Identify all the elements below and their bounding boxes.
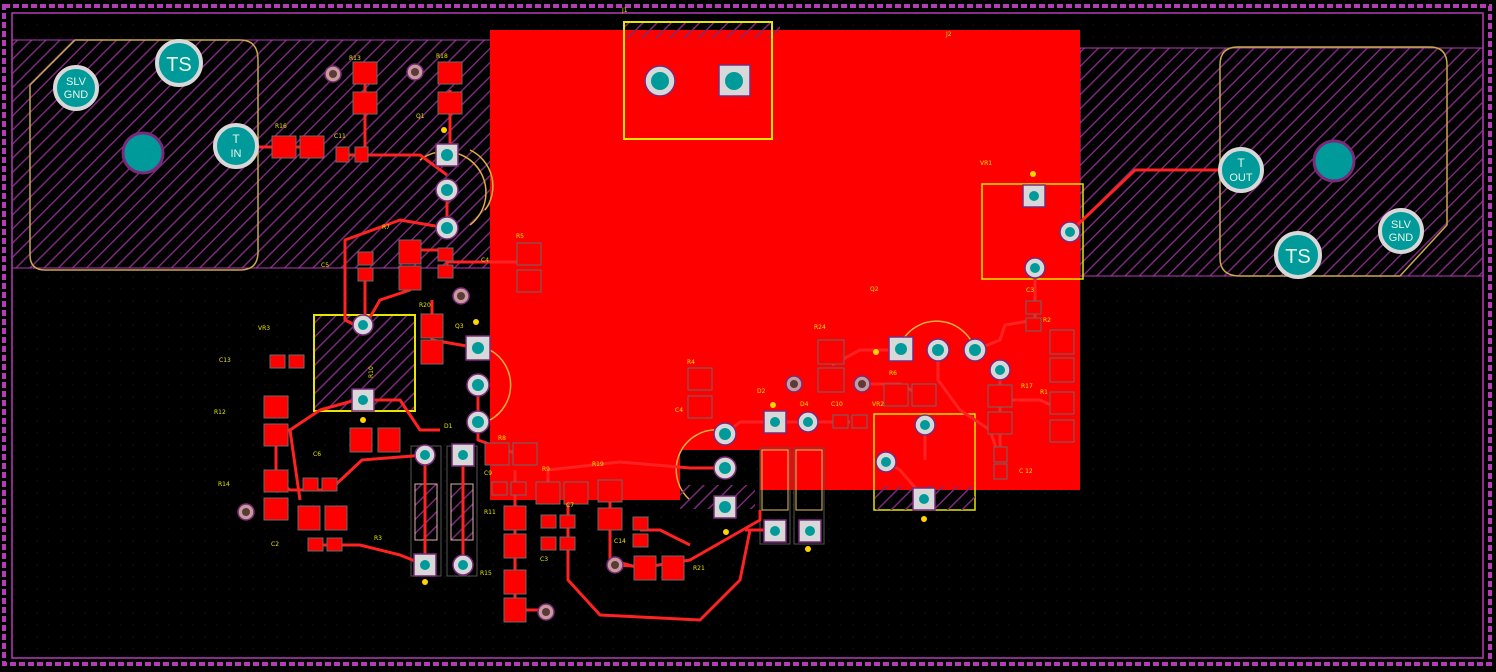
refdes-c5: C5 [321,262,329,269]
copper-pour [490,30,1080,500]
refdes-c10: C10 [831,401,843,408]
refdes-c6: C6 [313,451,321,458]
refdes-r5: R5 [516,233,524,240]
q3-outline [489,349,512,421]
refdes-vr2: VR2 [872,401,884,408]
pad-label-slv-left: SLV [66,76,87,88]
pad-label-ts-right: TS [1285,246,1311,268]
refdes-q1: Q1 [416,113,425,120]
refdes-c11: C11 [334,133,346,140]
refdes-c12: C 12 [1019,468,1033,475]
mounting-hole-left [121,131,165,175]
diode-strip-4-hatch [795,449,823,511]
j1-keepout [625,22,780,38]
pad-label-gnd-right: GND [1389,232,1414,244]
connector-right-pad-ts: TS [1274,231,1322,279]
diode-strip-4 [793,447,825,545]
refdes-d1: D1 [444,423,453,430]
refdes-r13: R13 [349,55,361,62]
reference-designators: J1 J2 VR1 VR2 VR3 R1 R2 R3 R4 R5 R6 R7 R… [214,7,1051,577]
board-edge-inner [11,12,1484,659]
refdes-d4: D4 [800,401,809,408]
refdes-r16: R16 [275,123,287,130]
refdes-r6: R6 [889,370,897,377]
refdes-r14: R14 [218,481,230,488]
refdes-r4: R4 [687,359,695,366]
pad-label-ts-left: TS [166,54,192,76]
refdes-d2: D2 [757,388,766,395]
refdes-j2: J2 [945,31,952,38]
refdes-c4-alt: C4 [481,257,489,264]
refdes-q2: Q2 [870,286,879,293]
refdes-c2: C2 [271,541,279,548]
pad-label-gnd-left: GND [64,89,89,101]
refdes-r19: R19 [592,461,604,468]
connector-right-outline [1219,46,1448,277]
j1-silkscreen [623,21,773,140]
pad-label-out: OUT [1229,172,1253,184]
refdes-q3: Q3 [455,323,464,330]
diode-strip-3 [759,447,791,545]
refdes-r9: R9 [542,466,550,473]
refdes-r18: R18 [436,53,448,60]
refdes-r21: R21 [693,565,705,572]
refdes-c9: C9 [484,470,492,477]
refdes-c13: C13 [219,357,231,364]
connector-left-outline [29,39,259,271]
refdes-r2: R2 [1043,317,1051,324]
board-edge-outer [2,4,1492,666]
connector-left-pad-slv-gnd: SLV GND [53,65,99,111]
refdes-r17: R17 [1021,383,1033,390]
connector-right-pad-t-out: T OUT [1218,147,1264,193]
refdes-r8: R8 [498,435,506,442]
refdes-c3: C3 [540,556,548,563]
q1-outline-2 [469,149,494,211]
refdes-r3: R3 [374,535,382,542]
connector-left-pad-ts: TS [155,39,203,87]
refdes-r10: R10 [368,366,375,378]
pad-label-in: IN [231,148,242,160]
refdes-vr1: VR1 [980,160,992,167]
refdes-r7: R7 [382,224,390,231]
q2-outline [899,320,976,351]
pin1-markers [360,127,1036,585]
refdes-c14: C14 [614,538,626,545]
connector-right-pad-slv-gnd: SLV GND [1378,208,1424,254]
refdes-c3-alt: C3 [1026,287,1034,294]
refdes-vr3: VR3 [258,325,270,332]
refdes-r1: R1 [1040,389,1048,396]
refdes-r20: R20 [419,302,431,309]
vr1-silkscreen [981,183,1084,280]
refdes-r11: R11 [484,509,496,516]
diode-strip-3-hatch [761,449,789,511]
pad-label-t-right: T [1237,156,1245,170]
refdes-r15: R15 [480,570,492,577]
connector-left-pad-t-in: T IN [213,123,259,169]
refdes-r24: R24 [814,324,826,331]
smd-pads [263,61,1075,623]
refdes-r12: R12 [214,409,226,416]
pad-label-slv-right: SLV [1391,219,1412,231]
refdes-j1: J1 [621,7,628,14]
pad-label-t-left: T [232,132,240,146]
thru-hole-pads [237,63,1081,621]
refdes-c4: C4 [675,407,683,414]
refdes-c7: C7 [566,502,574,509]
mounting-hole-right [1312,139,1356,183]
